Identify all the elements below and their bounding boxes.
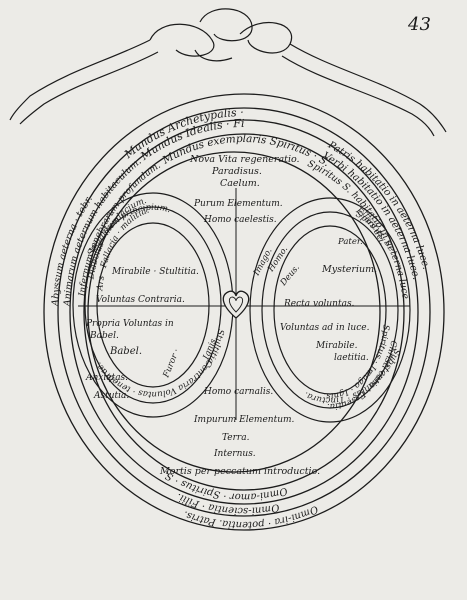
label-voluntas-luce: Voluntas ad in luce.: [280, 323, 370, 333]
label-homo-caelestis: Homo caelestis.: [203, 215, 277, 225]
label-mysterium: Mysterium.: [321, 264, 377, 275]
label-mortis: Mortis per peccatum introductio.: [159, 466, 320, 477]
outer-rings: [43, 93, 445, 531]
label-terra: Terra.: [222, 433, 250, 443]
label-babel: Babel.: [109, 346, 142, 357]
ribbon-decoration: [9, 8, 447, 137]
label-pater: Pater.: [337, 237, 363, 247]
label-purum: Purum Elementum.: [193, 199, 283, 209]
label-mirabile-stultitia: Mirabile · Stultitia.: [111, 267, 199, 277]
page-number: 43: [408, 14, 431, 35]
right-lobe: [249, 197, 411, 423]
label-anxietas: Anxietas.: [85, 373, 128, 383]
label-paradisus: Paradisus.: [211, 166, 262, 177]
label-propria-babel: Babel.: [89, 331, 119, 341]
label-propria: Propria Voluntas in: [85, 319, 174, 329]
label-astutia: Astutia.: [93, 391, 129, 401]
label-mirabile-laetitia: Mirabile.: [315, 341, 358, 351]
label-voluntas-contraria: Voluntas Contraria.: [96, 295, 185, 305]
label-furor: Furor ·: [161, 348, 182, 381]
label-impurum: Impurum Elementum.: [193, 415, 295, 425]
label-laetitia: laetitia.: [334, 353, 369, 363]
label-nova-vita: Nova Vita regeneratio.: [189, 154, 300, 165]
heart-icon: [222, 290, 250, 319]
label-caelum: Caelum.: [220, 178, 260, 189]
label-internus: Internus.: [213, 449, 256, 459]
label-recta: Recta voluntas.: [283, 299, 355, 309]
label-homo-carnalis: Homo carnalis.: [203, 387, 273, 397]
